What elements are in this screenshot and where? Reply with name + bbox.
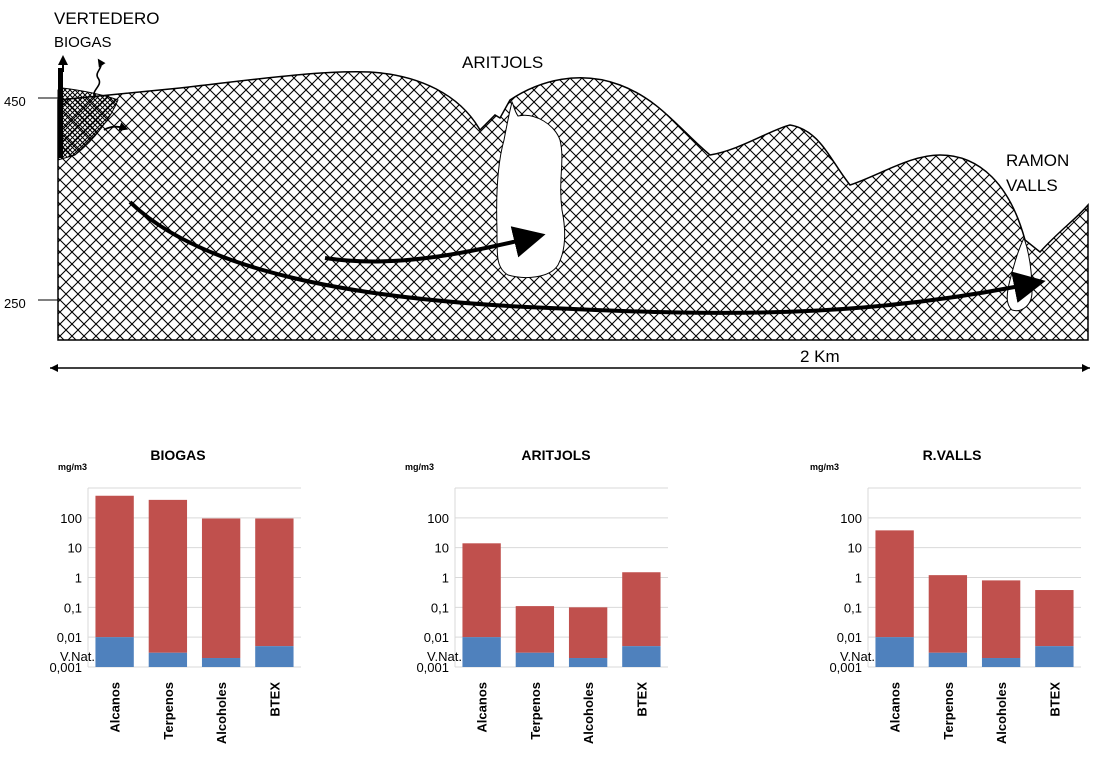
distance-label: 2 Km (800, 347, 840, 366)
bar-natural (981, 658, 1021, 667)
x-category-label: Alcoholes (994, 682, 1009, 744)
gas-wisp-icon (93, 58, 106, 99)
bar-measured (201, 518, 241, 659)
natural-value-label: V.Nat. (60, 649, 95, 664)
x-category-label: BTEX (267, 682, 282, 717)
bar-measured (1035, 590, 1074, 647)
bar-natural (148, 652, 188, 667)
y-tick-label: 10 (68, 541, 82, 556)
bar-natural (95, 637, 134, 667)
y-tick-label: 0,01 (837, 630, 862, 645)
y-tick-label: 0,1 (431, 600, 449, 615)
y-tick-label: 0,01 (424, 630, 449, 645)
landfill-body (57, 87, 119, 161)
y-axis-unit-label: mg/m3 (810, 462, 839, 472)
valls-label: VALLS (1006, 176, 1058, 195)
bar-natural (622, 646, 661, 667)
chart-title: BIOGAS (150, 447, 205, 463)
bar-measured (462, 543, 501, 638)
bar-natural (201, 658, 241, 667)
leachate-arrow (103, 122, 129, 131)
bar-measured (95, 495, 134, 638)
ramon-label: RAMON (1006, 151, 1069, 170)
cross-section-diagram: 450 250 2 Km VERTEDERO BIOGAS ARITJOLS R… (4, 9, 1090, 372)
y-tick-label: 0,1 (64, 600, 82, 615)
bar-measured (255, 518, 294, 647)
bar-natural (875, 637, 914, 667)
y-tick-label: 10 (848, 541, 862, 556)
x-category-label: Alcanos (108, 682, 123, 733)
bar-natural (1035, 646, 1074, 667)
bar-natural (568, 658, 608, 667)
bar-measured (148, 499, 188, 653)
terrain-rock (57, 71, 1089, 341)
natural-value-label: V.Nat. (427, 649, 462, 664)
y-tick-label: 100 (840, 511, 862, 526)
chart-title: R.VALLS (923, 447, 982, 463)
x-category-label: Terpenos (941, 682, 956, 740)
y-tick-label: 0,001 (416, 660, 449, 675)
y-tick-label: 0,001 (829, 660, 862, 675)
y-axis-unit-label: mg/m3 (58, 462, 87, 472)
bar-natural (928, 652, 968, 667)
aritjols-label: ARITJOLS (462, 53, 543, 72)
y-tick-label: 10 (435, 541, 449, 556)
y-tick-label: 0,001 (49, 660, 82, 675)
distance-right-cap (1082, 364, 1090, 372)
x-category-label: BTEX (1047, 682, 1062, 717)
bar-measured (981, 580, 1021, 659)
biogas-vent-pipe (58, 68, 63, 158)
bar-measured (515, 606, 555, 653)
y-tick-label: 1 (855, 571, 862, 586)
x-category-label: Alcoholes (581, 682, 596, 744)
vertedero-label: VERTEDERO (54, 9, 160, 28)
flow-arrow-to-ramon-valls (128, 200, 1046, 315)
bar-measured (875, 530, 914, 638)
x-category-label: BTEX (634, 682, 649, 717)
y-tick-label: 1 (75, 571, 82, 586)
x-category-label: Alcanos (475, 682, 490, 733)
elevation-250-label: 250 (4, 296, 26, 311)
bar-natural (255, 646, 294, 667)
y-tick-label: 0,1 (844, 600, 862, 615)
bar-measured (928, 575, 968, 653)
bar-measured (568, 607, 608, 659)
x-category-label: Alcanos (888, 682, 903, 733)
bar-natural (462, 637, 501, 667)
y-axis-unit-label: mg/m3 (405, 462, 434, 472)
y-tick-label: 0,01 (57, 630, 82, 645)
y-tick-label: 100 (60, 511, 82, 526)
distance-left-cap (50, 364, 58, 372)
x-category-label: Terpenos (528, 682, 543, 740)
flow-arrow-to-aritjols (324, 226, 546, 264)
elevation-450-label: 450 (4, 94, 26, 109)
chart-title: ARITJOLS (521, 447, 590, 463)
natural-value-label: V.Nat. (840, 649, 875, 664)
x-category-label: Alcoholes (214, 682, 229, 744)
x-category-label: Terpenos (161, 682, 176, 740)
bar-measured (622, 572, 661, 647)
y-tick-label: 1 (442, 571, 449, 586)
y-tick-label: 100 (427, 511, 449, 526)
bar-natural (515, 652, 555, 667)
biogas-label: BIOGAS (54, 34, 112, 51)
